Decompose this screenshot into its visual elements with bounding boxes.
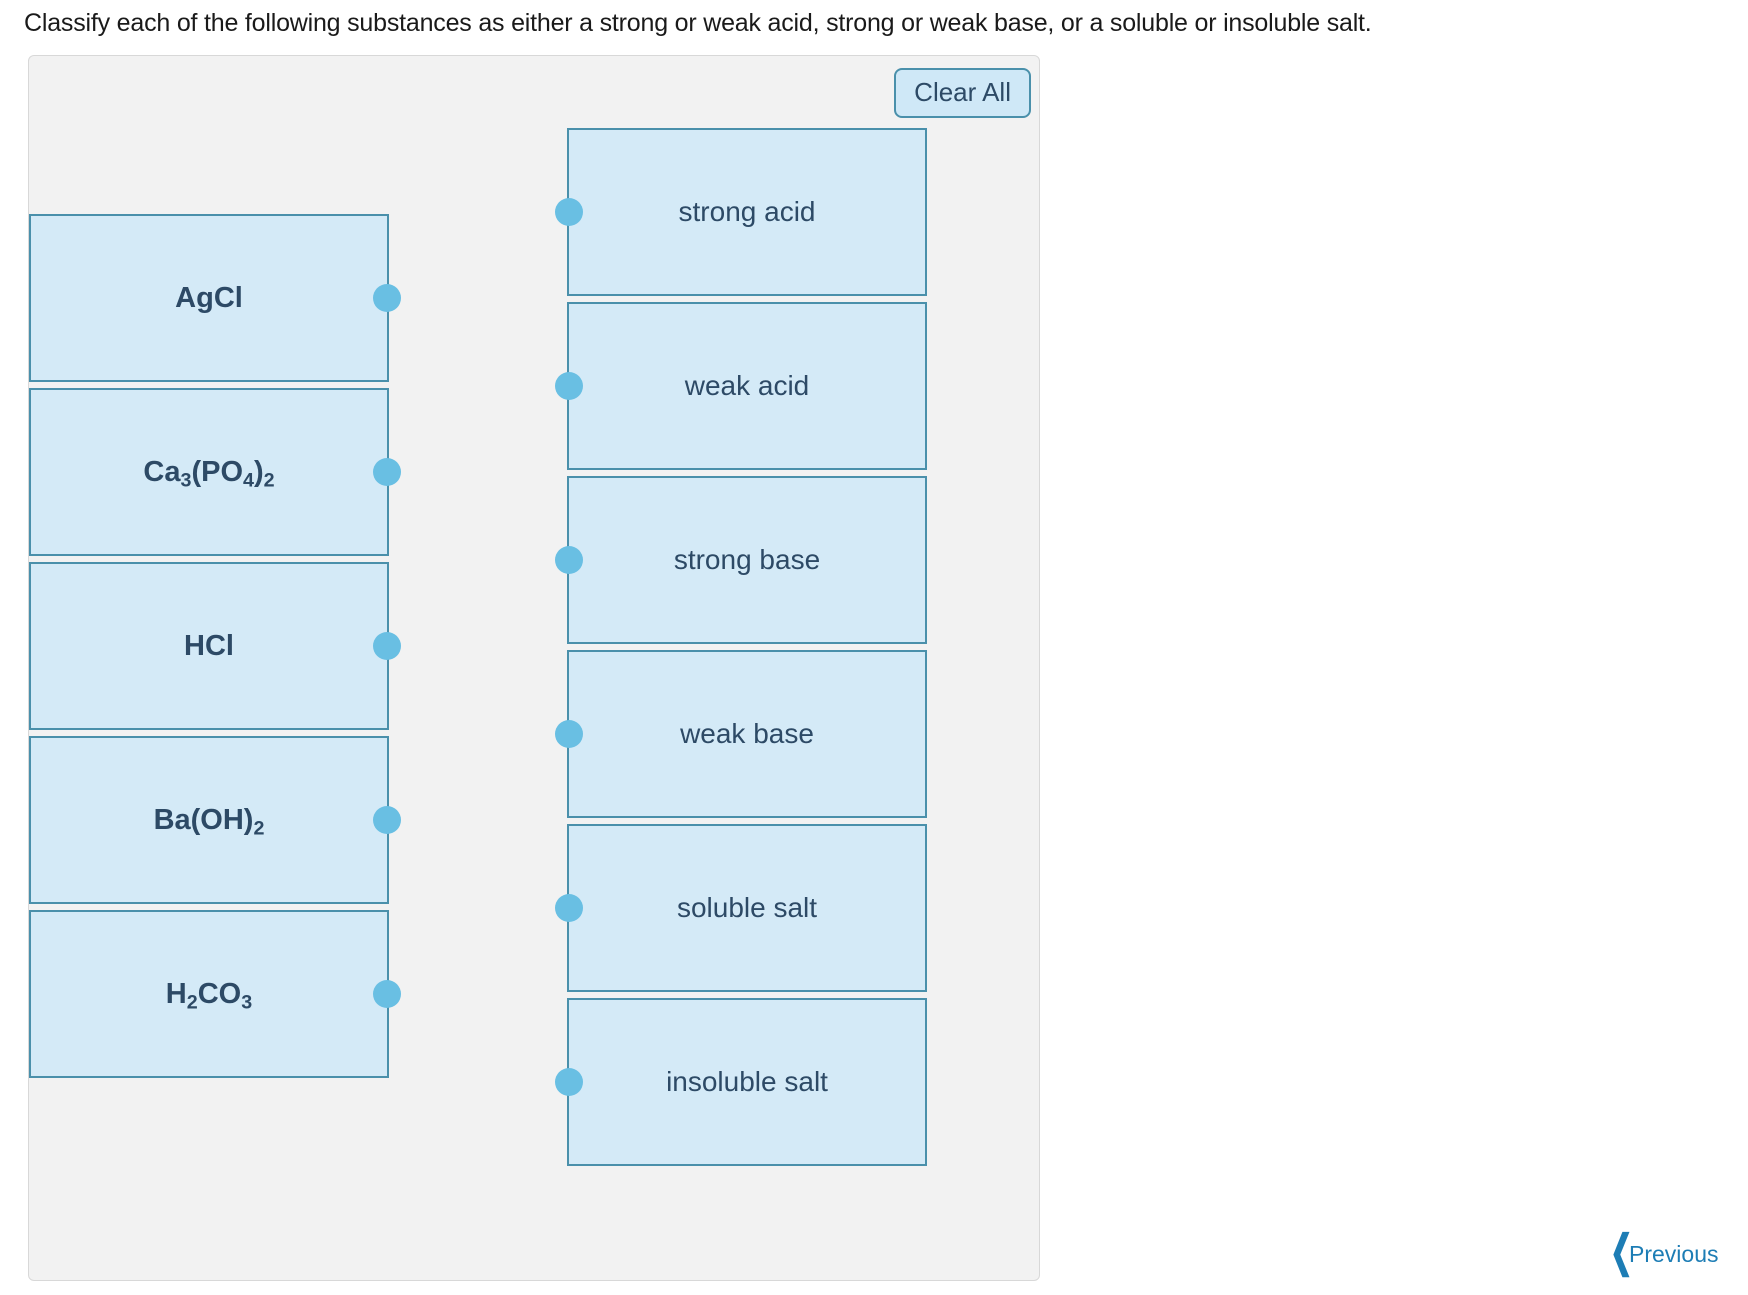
connector-dot[interactable] <box>555 546 583 574</box>
connector-dot[interactable] <box>555 372 583 400</box>
substance-card[interactable]: HCl <box>29 562 401 730</box>
category-card[interactable]: weak acid <box>555 302 927 470</box>
substance-card[interactable]: AgCl <box>29 214 401 382</box>
substance-formula: Ba(OH)2 <box>153 803 265 840</box>
category-label: strong acid <box>678 196 816 227</box>
clear-all-button[interactable]: Clear All <box>894 68 1031 118</box>
connector-dot[interactable] <box>555 894 583 922</box>
connector-dot[interactable] <box>373 806 401 834</box>
connector-dot[interactable] <box>373 458 401 486</box>
connector-dot[interactable] <box>373 284 401 312</box>
category-card[interactable]: strong base <box>555 476 927 644</box>
connector-dot[interactable] <box>373 632 401 660</box>
chevron-left-icon: ❮ <box>1609 1227 1633 1276</box>
category-label: insoluble salt <box>666 1066 828 1097</box>
previous-label: Previous <box>1629 1240 1719 1267</box>
substance-card[interactable]: H2CO3 <box>29 910 401 1078</box>
connector-dot[interactable] <box>555 198 583 226</box>
category-card[interactable]: weak base <box>555 650 927 818</box>
connector-dot[interactable] <box>373 980 401 1008</box>
category-column: strong acid weak acid strong base weak base… <box>555 128 927 1172</box>
substance-card[interactable]: Ba(OH)2 <box>29 736 401 904</box>
category-label: weak base <box>680 718 814 749</box>
previous-button[interactable]: ❮ Previous <box>1605 1227 1719 1276</box>
category-label: soluble salt <box>676 892 818 923</box>
category-card[interactable]: insoluble salt <box>555 998 927 1166</box>
connector-dot[interactable] <box>555 720 583 748</box>
category-label: strong base <box>673 544 821 575</box>
substance-formula: Ca3(PO4)2 <box>143 455 275 492</box>
category-card[interactable]: strong acid <box>555 128 927 296</box>
substance-formula: H2CO3 <box>165 977 253 1014</box>
category-card[interactable]: soluble salt <box>555 824 927 992</box>
connector-dot[interactable] <box>555 1068 583 1096</box>
substance-formula: HCl <box>184 629 234 662</box>
substance-formula: AgCl <box>175 281 243 314</box>
substance-card[interactable]: Ca3(PO4)2 <box>29 388 401 556</box>
category-label: weak acid <box>684 370 810 401</box>
question-prompt: Classify each of the following substance… <box>24 9 1372 37</box>
